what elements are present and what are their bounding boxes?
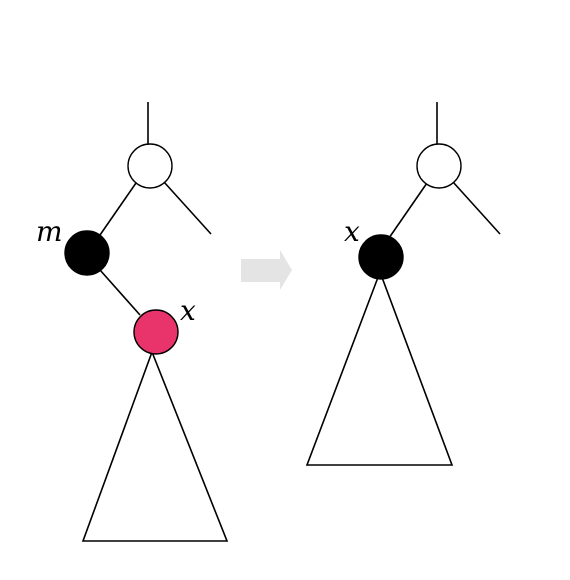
left-x-subtree-triangle — [81, 349, 229, 542]
right-arrow-icon — [241, 250, 292, 290]
right-tree: x — [305, 102, 501, 466]
left-parent-node — [127, 143, 173, 189]
left-m-node — [64, 230, 110, 276]
right-parent-right-edge — [452, 181, 501, 235]
right-parent-node — [416, 143, 462, 189]
right-x-label: x — [344, 215, 360, 248]
right-parent-to-x-edge — [388, 182, 428, 239]
right-x-subtree-triangle — [305, 269, 454, 466]
left-parent-right-edge — [163, 181, 212, 235]
right-x-node — [358, 234, 404, 280]
left-x-label: x — [180, 294, 196, 327]
left-parent-to-m-edge — [99, 182, 137, 236]
left-x-node — [133, 309, 179, 355]
left-m-to-x-edge — [99, 269, 141, 316]
left-tree: m x — [36, 102, 229, 542]
left-m-label: m — [36, 215, 63, 248]
